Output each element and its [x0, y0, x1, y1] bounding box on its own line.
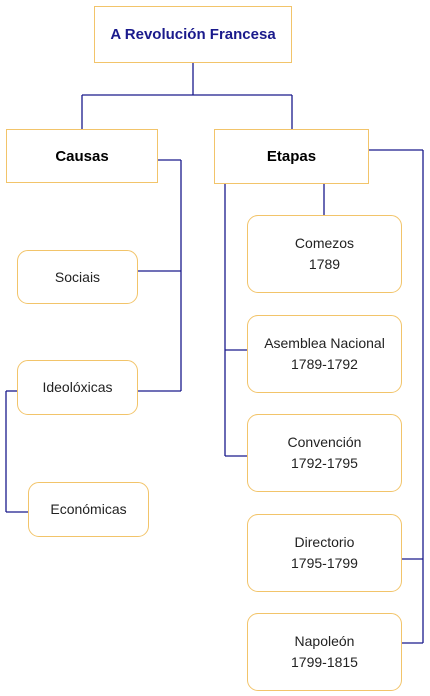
etapa-dates: 1795-1799 — [291, 555, 358, 571]
etapa-name: Napoleón — [294, 633, 355, 649]
root-node: A Revolución Francesa — [94, 6, 292, 63]
etapas-label: Etapas — [266, 148, 317, 165]
root-label: A Revolución Francesa — [110, 26, 276, 43]
causas-node: Causas — [6, 129, 158, 183]
etapa-dates: 1799-1815 — [291, 654, 358, 670]
etapa-asemblea-nacional: Asemblea Nacional 1789-1792 — [247, 315, 402, 393]
etapa-name: Convención — [287, 434, 362, 450]
causa-label: Ideolóxicas — [42, 379, 113, 395]
etapa-name: Directorio — [294, 534, 355, 550]
causa-ideoloxicas: Ideolóxicas — [17, 360, 138, 415]
etapa-dates: 1792-1795 — [291, 455, 358, 471]
etapa-directorio: Directorio 1795-1799 — [247, 514, 402, 592]
etapa-dates: 1789-1792 — [291, 356, 358, 372]
causa-label: Económicas — [50, 501, 127, 517]
etapa-name: Comezos — [294, 235, 355, 251]
etapa-comezos: Comezos 1789 — [247, 215, 402, 293]
causas-label: Causas — [55, 147, 109, 165]
etapa-convencion: Convención 1792-1795 — [247, 414, 402, 492]
etapas-node: Etapas — [214, 129, 369, 184]
etapa-dates: 1789 — [308, 256, 341, 272]
causa-sociais: Sociais — [17, 250, 138, 304]
causa-economicas: Económicas — [28, 482, 149, 537]
causa-label: Sociais — [54, 268, 101, 285]
etapa-napoleon: Napoleón 1799-1815 — [247, 613, 402, 691]
etapa-name: Asemblea Nacional — [264, 335, 385, 351]
